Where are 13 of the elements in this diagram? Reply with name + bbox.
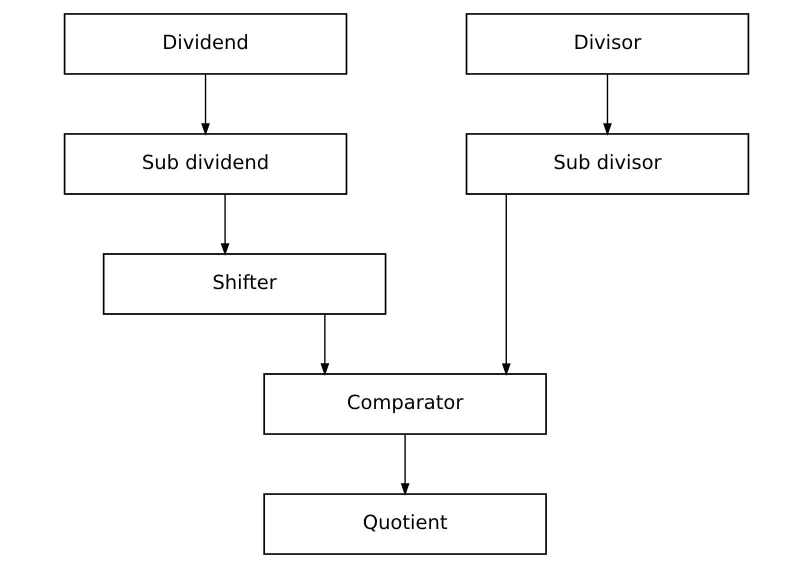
arrow [320, 314, 329, 376]
node-box: Dividend [63, 13, 347, 75]
arrow [400, 434, 409, 496]
arrow [501, 194, 510, 376]
node-box: Sub divisor [465, 133, 749, 195]
node-box: Shifter [102, 253, 386, 315]
arrow [220, 194, 229, 256]
node-box: Quotient [262, 493, 546, 555]
node-box: Divisor [465, 13, 749, 75]
arrow [200, 74, 210, 136]
arrow [602, 74, 612, 136]
node-box: Comparator [262, 373, 546, 435]
node-box: Sub dividend [63, 133, 347, 195]
